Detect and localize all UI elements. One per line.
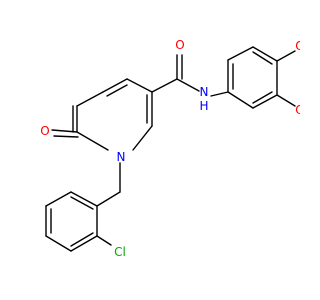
molecule-structure: O N H O O O N Cl <box>40 38 300 259</box>
atom-label-o-carbonyl-amide: O <box>175 38 184 52</box>
atom-labels: O N H O O O N Cl <box>40 38 300 259</box>
atom-label-n-ring: N <box>117 150 126 164</box>
atom-label-n-amide: N <box>200 85 209 99</box>
atom-label-o-ketone: O <box>40 124 49 138</box>
atom-label-cl: Cl <box>114 245 126 259</box>
atom-label-o-dioxane-bottom: O <box>295 103 300 117</box>
atom-label-h-amide: H <box>199 99 208 113</box>
atom-label-o-dioxane-top: O <box>295 39 300 53</box>
bond-lines <box>45 46 296 252</box>
